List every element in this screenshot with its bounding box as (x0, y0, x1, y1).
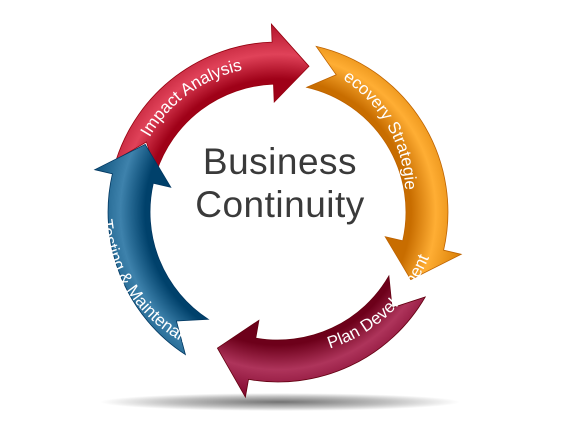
segment-plan-arrow (216, 274, 427, 399)
segment-testing-arrow (93, 143, 210, 356)
center-title: Business Continuity (170, 140, 390, 226)
ring-shadow (100, 393, 460, 411)
center-title-line2: Continuity (195, 184, 365, 225)
center-title-line1: Business (202, 141, 358, 182)
segment-recovery-arrow (305, 45, 463, 281)
segment-impact-arrow (115, 23, 310, 174)
